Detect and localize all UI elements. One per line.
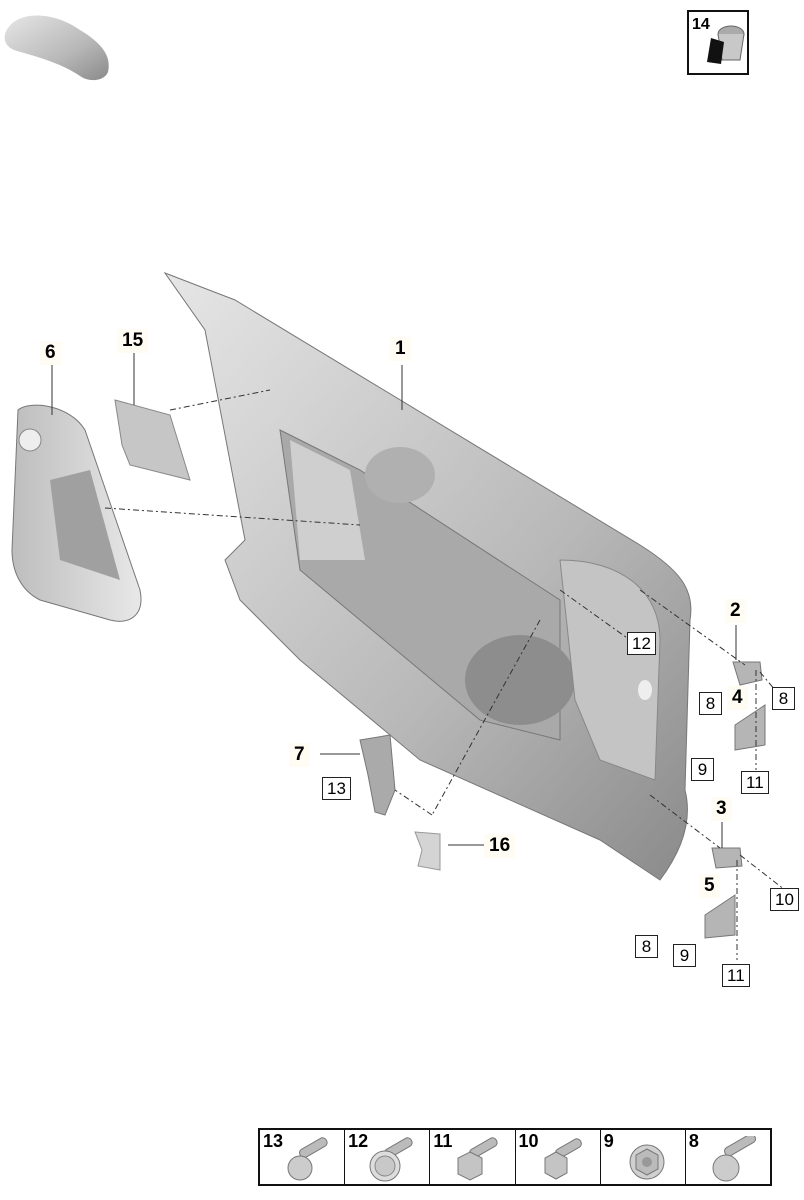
callout-15: 15 — [117, 329, 149, 353]
callout-9: 9 — [691, 758, 714, 781]
hinges — [704, 661, 766, 939]
kit-icon — [707, 25, 745, 64]
fastener-cell: 10 — [516, 1130, 601, 1184]
callout-2: 2 — [725, 599, 746, 623]
door-check-strap — [359, 734, 396, 816]
callout-11: 11 — [741, 771, 769, 794]
washer-screw-icon — [369, 1137, 413, 1182]
hex-nut-icon — [629, 1144, 665, 1180]
callout-8: 8 — [699, 692, 722, 715]
repair-kit-14: 14 — [687, 10, 749, 75]
fastener-cell: 11 — [430, 1130, 516, 1184]
hex-bolt-icon — [457, 1137, 498, 1181]
kit-label: 14 — [692, 16, 710, 33]
callout-12: 12 — [627, 632, 656, 655]
callout-8: 8 — [635, 935, 658, 958]
callout-16: 16 — [484, 834, 516, 858]
fastener-cell: 12 — [345, 1130, 431, 1184]
callout-1: 1 — [390, 337, 411, 361]
callout-3: 3 — [711, 797, 732, 821]
fastener-label: 10 — [518, 1131, 539, 1151]
door-shell — [163, 271, 692, 881]
fastener-label: 9 — [603, 1131, 614, 1151]
clip — [414, 831, 441, 871]
callout-13: 13 — [322, 777, 351, 800]
callout-7: 7 — [289, 743, 310, 767]
callout-8: 8 — [772, 687, 795, 710]
leader-lines — [51, 353, 786, 960]
hex-bolt-icon — [544, 1138, 582, 1180]
torx-bolt-icon — [712, 1136, 756, 1182]
callout-10: 10 — [770, 888, 799, 911]
inner-cover-panel — [11, 404, 142, 622]
callout-4: 4 — [727, 686, 748, 710]
insulation-sheet — [114, 399, 191, 481]
vehicle-thumbnail-icon — [4, 15, 109, 81]
callout-5: 5 — [699, 874, 720, 898]
fastener-label: 12 — [348, 1131, 369, 1151]
callout-6: 6 — [40, 341, 61, 365]
fastener-table: 13 12 11 10 9 8 — [258, 1128, 772, 1186]
torx-bolt-icon — [287, 1137, 328, 1181]
fastener-label: 8 — [688, 1131, 699, 1151]
fastener-label: 11 — [433, 1131, 453, 1151]
callout-9: 9 — [673, 944, 696, 967]
fastener-cell: 9 — [601, 1130, 686, 1184]
fastener-label: 13 — [263, 1131, 284, 1151]
callout-11: 11 — [722, 964, 750, 987]
fastener-cell: 8 — [686, 1130, 770, 1184]
fastener-cell: 13 — [260, 1130, 346, 1184]
